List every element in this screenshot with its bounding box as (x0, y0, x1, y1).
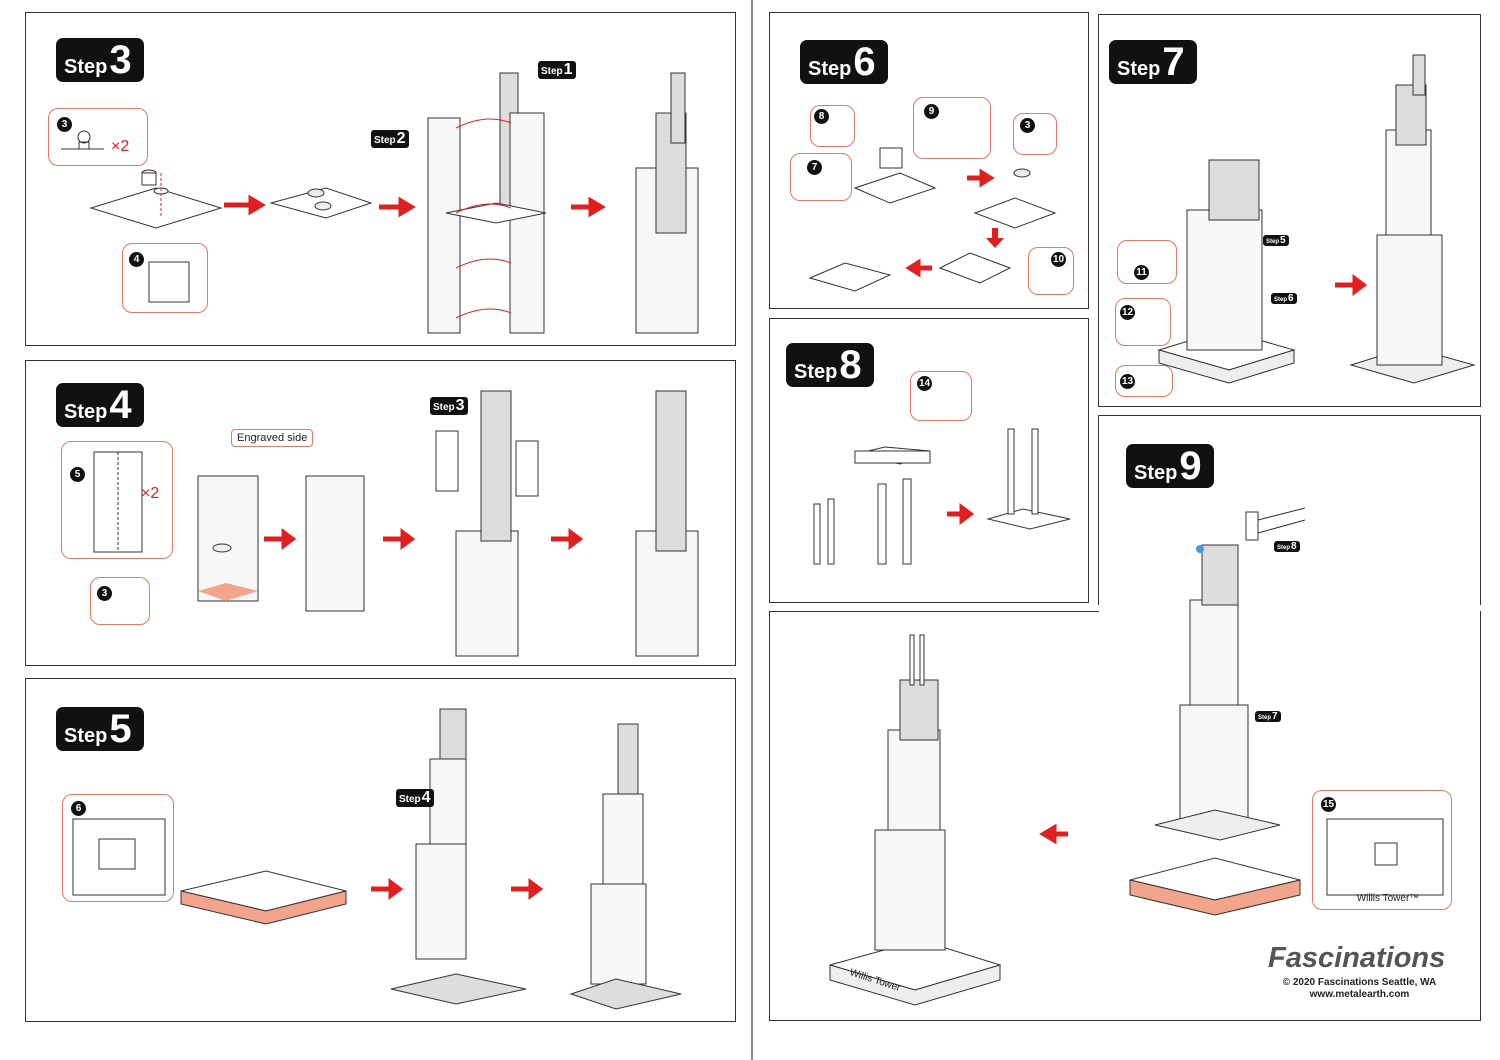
part3-callout: 3 (1013, 113, 1057, 155)
part-number: 3 (57, 117, 72, 132)
multiplier: ×2 (141, 485, 160, 502)
copyright: © 2020 Fascinations Seattle, WA (1282, 977, 1437, 988)
part-number: 3 (1020, 118, 1035, 133)
part-number: 14 (917, 376, 932, 391)
part4-callout: 4 (122, 243, 208, 313)
brand-logo: Fascinations (1268, 942, 1446, 974)
part5-callout: 5 (61, 441, 173, 559)
part10-callout: 10 (1028, 247, 1074, 295)
part5-drawing (93, 451, 143, 553)
website: www.metalearth.com (1309, 989, 1410, 1000)
part13-callout: 13 (1115, 365, 1173, 397)
part15-callout: 15 Willis Tower™ (1312, 790, 1452, 910)
part3-callout: 3 (48, 108, 148, 166)
part15-drawing (1326, 818, 1444, 896)
step7-drawing (1157, 54, 1476, 384)
step4-drawing (197, 390, 699, 657)
part-number: 13 (1120, 374, 1135, 389)
part6-drawing (72, 818, 166, 896)
part-number: 8 (814, 109, 829, 124)
page-divider (751, 0, 753, 1060)
part-number: 12 (1120, 305, 1135, 320)
part-number: 4 (129, 252, 144, 267)
part3-drawing (61, 130, 104, 150)
part7-callout: 7 (790, 153, 852, 201)
multiplier: ×2 (111, 138, 130, 155)
part12-callout: 12 (1115, 298, 1171, 346)
plaque-label: Willis Tower™ (1356, 893, 1420, 904)
part-number: 15 (1321, 797, 1336, 812)
part11-callout: 11 (1117, 240, 1177, 284)
part-number: 6 (71, 801, 86, 816)
part-number: 11 (1134, 265, 1149, 280)
part-number: 7 (807, 160, 822, 175)
part-number: 3 (97, 586, 112, 601)
part-number: 10 (1051, 252, 1066, 267)
part8-callout: 8 (810, 105, 855, 147)
step6-drawing (808, 147, 1057, 292)
part6-callout: 6 (62, 794, 174, 902)
step5-drawing (180, 708, 682, 1010)
part4-drawing (148, 261, 190, 303)
engraved-label: Engraved side (231, 429, 314, 447)
step8-drawing (813, 428, 1071, 565)
part9-callout: 9 (913, 97, 991, 159)
part-number: 9 (924, 104, 939, 119)
part14-callout: 14 (910, 371, 972, 421)
part3-callout: 3 (90, 577, 150, 625)
part-number: 5 (70, 467, 85, 482)
step3-drawing (89, 72, 699, 334)
